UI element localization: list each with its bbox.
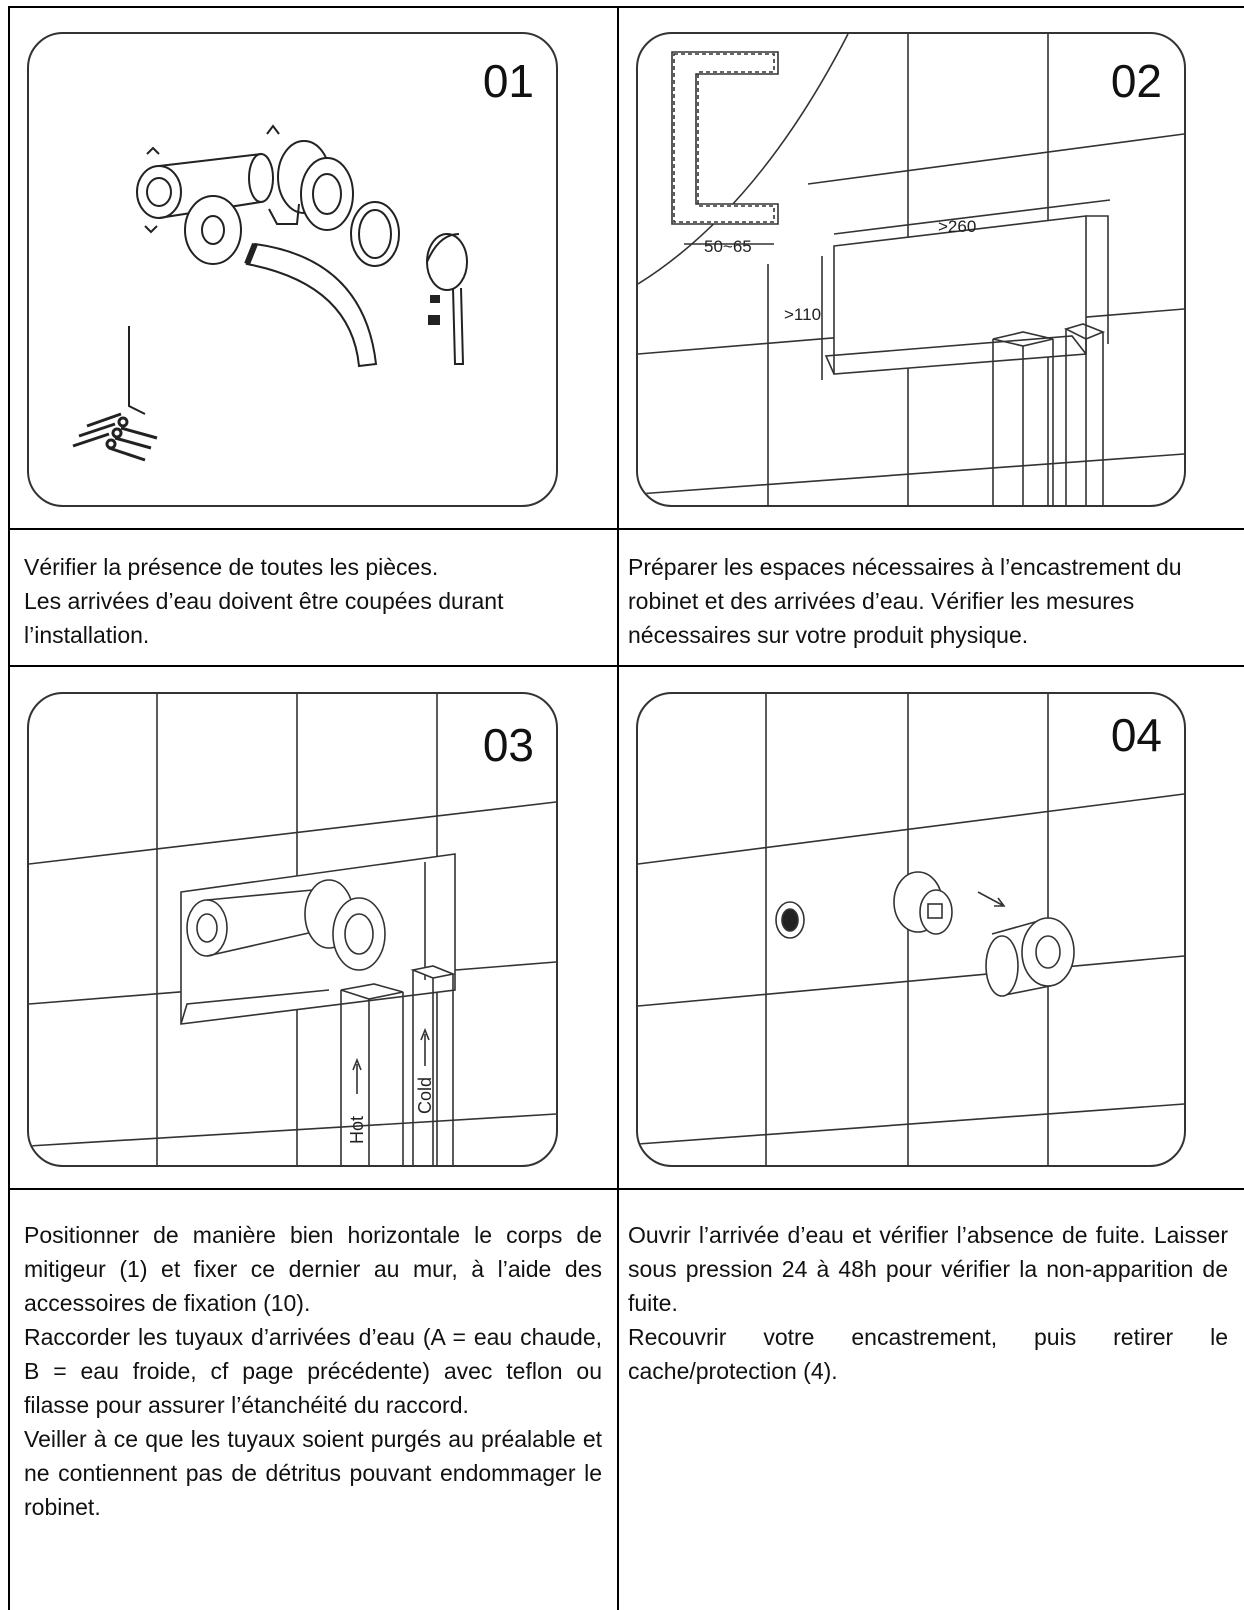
lever-handle-icon: [426, 233, 468, 365]
instruction-line: Veiller à ce que les tuyaux soient purgé…: [24, 1426, 602, 1520]
instruction-line: Recouvrir votre encastrement, puis retir…: [628, 1324, 1228, 1384]
dimension-line: [833, 199, 1111, 235]
mixer-body-icon: [186, 879, 386, 971]
dimension-label: >260: [938, 217, 976, 236]
cartridge-icon: [893, 871, 953, 935]
allen-key-icon: [128, 326, 146, 415]
recess-box-icon: [824, 215, 1109, 375]
instruction-line: Les arrivées d’eau doivent être coupées …: [24, 588, 504, 648]
spout-outlet-icon: [775, 901, 805, 939]
escutcheon-icon: [184, 195, 242, 265]
step-number: 03: [482, 719, 534, 771]
wall-section-icon: [671, 51, 779, 225]
cover-ring-icon: [350, 201, 400, 267]
step-01-illustration: 01: [27, 32, 558, 507]
pipes-icon: [992, 323, 1106, 505]
instruction-line: Préparer les espaces nécessaires à l’enc…: [628, 554, 1182, 648]
step-number: 01: [482, 55, 534, 107]
row-divider: [8, 528, 1244, 530]
step-04-illustration: 04: [636, 692, 1186, 1167]
cold-label: Cold: [415, 1077, 435, 1114]
step-number: 04: [1110, 709, 1162, 761]
hot-pipe-icon: [340, 983, 404, 1165]
step-02-illustration: 02 50~65 >260 >110: [636, 32, 1186, 507]
arrow-icon: [977, 891, 1006, 907]
instruction-line: Positionner de manière bien horizontale …: [24, 1222, 602, 1316]
step-04-text: Ouvrir l’arrivée d’eau et vérifier l’abs…: [628, 1218, 1228, 1388]
dimension-label: 50~65: [704, 237, 752, 256]
step-03-text: Positionner de manière bien horizontale …: [24, 1218, 602, 1524]
instructions-table: [8, 6, 1244, 1610]
spout-icon: [244, 242, 378, 368]
handle-cover-icon: [985, 917, 1075, 997]
hot-label: Hot: [347, 1116, 367, 1144]
column-divider: [617, 6, 619, 1610]
mixer-body-icon: [136, 124, 354, 234]
step-02-text: Préparer les espaces nécessaires à l’enc…: [628, 550, 1228, 652]
instruction-line: Vérifier la présence de toutes les pièce…: [24, 554, 439, 580]
row-divider: [8, 1188, 1244, 1190]
instruction-line: Raccorder les tuyaux d’arrivées d’eau (A…: [24, 1324, 602, 1418]
row-divider: [8, 665, 1244, 667]
dimension-label: >110: [784, 305, 821, 324]
screws-and-plugs-icon: [72, 412, 158, 462]
step-01-text: Vérifier la présence de toutes les pièce…: [24, 550, 609, 652]
step-number: 02: [1110, 55, 1162, 107]
cold-pipe-icon: [410, 965, 456, 1165]
instruction-line: Ouvrir l’arrivée d’eau et vérifier l’abs…: [628, 1222, 1228, 1316]
step-03-illustration: 03: [27, 692, 558, 1167]
